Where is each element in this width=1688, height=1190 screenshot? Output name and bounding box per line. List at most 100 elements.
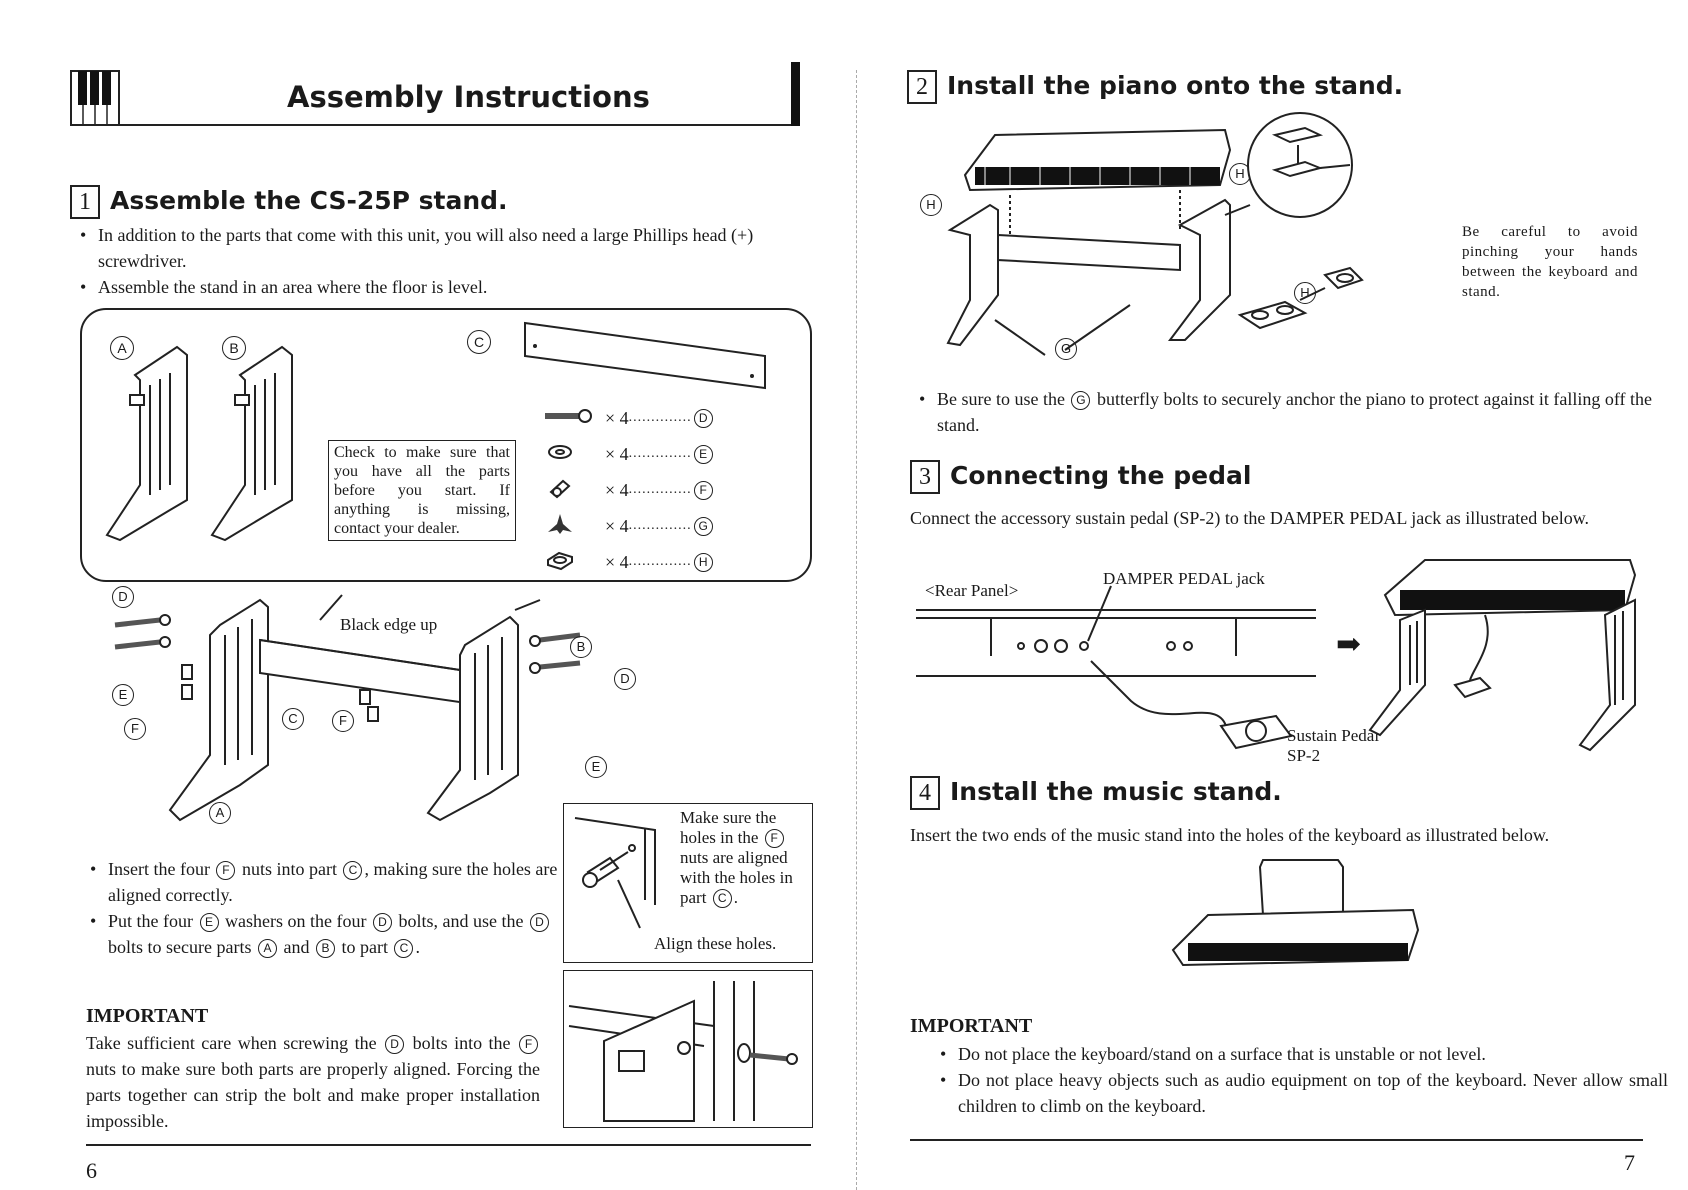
important-heading-left: IMPORTANT xyxy=(86,1005,209,1027)
part-label: E xyxy=(693,444,713,464)
label-f: F xyxy=(332,710,354,732)
label-d: D xyxy=(112,586,134,608)
label-c: C xyxy=(712,889,732,908)
parts-list: × 4 .............. D × 4 .............. … xyxy=(545,400,765,580)
rear-panel-label: <Rear Panel> xyxy=(925,581,1019,600)
step-text: bolts, and use the xyxy=(398,911,524,931)
footer-rule-left xyxy=(86,1144,811,1146)
step-text: washers on the four xyxy=(225,911,367,931)
section1-number: 1 xyxy=(70,185,100,219)
music-stand-drawing xyxy=(1171,859,1420,967)
pedal-name: Sustain Pedal xyxy=(1287,726,1380,745)
step-text: to part xyxy=(341,937,388,957)
label-c: C xyxy=(394,939,414,958)
bullet-text: Be sure to use the xyxy=(937,389,1065,409)
section2-bullet: Be sure to use the G butterfly bolts to … xyxy=(919,386,1667,438)
rear-panel-drawing xyxy=(916,585,1316,750)
label-b: B xyxy=(222,336,246,360)
label-f: F xyxy=(216,861,236,880)
section1-title: Assemble the CS-25P stand. xyxy=(110,186,508,215)
bracket-icon xyxy=(545,550,605,575)
step-text: , making sure the holes are aligned corr… xyxy=(108,859,558,905)
step-text: and xyxy=(283,937,310,957)
black-edge-label: Black edge up xyxy=(340,615,438,634)
section3-text: Connect the accessory sustain pedal (SP-… xyxy=(910,508,1590,528)
important-text-left: Take sufficient care when screwing the D… xyxy=(86,1030,540,1134)
header-rule xyxy=(120,124,800,126)
pedal-model: SP-2 xyxy=(1287,746,1321,765)
piano-on-stand-drawing xyxy=(946,128,1232,356)
bullet-text: butterfly bolts to securely anchor the p… xyxy=(937,389,1652,435)
page-number-right: 7 xyxy=(1624,1150,1635,1175)
part-label: H xyxy=(693,552,713,572)
part-row: × 4 .............. F xyxy=(545,472,765,508)
label-e: E xyxy=(585,756,607,778)
footer-rule-right xyxy=(910,1139,1643,1141)
label-c: C xyxy=(282,708,304,730)
important-text: bolts into the xyxy=(412,1033,511,1053)
arrow-right-icon: ➡ xyxy=(1336,628,1362,661)
part-row: × 4 .............. H xyxy=(545,544,765,580)
section2-bullets: Be sure to use the G butterfly bolts to … xyxy=(913,386,1667,438)
label-c: C xyxy=(343,861,363,880)
section4-number: 4 xyxy=(910,776,940,810)
align-caption: Align these holes. xyxy=(654,934,777,953)
part-row: × 4 .............. E xyxy=(545,436,765,472)
section1-bullets: In addition to the parts that come with … xyxy=(74,222,838,300)
page-title: Assembly Instructions xyxy=(287,80,650,114)
part-label: D xyxy=(693,408,713,428)
label-g: G xyxy=(1071,391,1091,410)
stand-assembly-drawing xyxy=(114,594,581,822)
pinch-caution-text: Be careful to avoid pinching your hands … xyxy=(1462,224,1638,300)
section1-bullet: Assemble the stand in an area where the … xyxy=(80,274,838,300)
align-note-box xyxy=(563,803,813,963)
step-text: Insert the four xyxy=(108,859,210,879)
leg-b-drawing xyxy=(210,345,293,542)
important-text: Take sufficient care when screwing the xyxy=(86,1033,377,1053)
leg-a-drawing xyxy=(105,345,188,542)
align-holes-drawing xyxy=(574,817,656,929)
part-qty: × 4 xyxy=(605,515,629,536)
important-bullet: Do not place the keyboard/stand on a sur… xyxy=(940,1041,1668,1067)
butterfly-bolt-icon xyxy=(545,512,605,541)
label-f: F xyxy=(519,1035,539,1054)
part-qty: × 4 xyxy=(605,551,629,572)
section4-text: Insert the two ends of the music stand i… xyxy=(910,825,1550,845)
label-d: D xyxy=(385,1035,405,1054)
label-a: A xyxy=(110,336,134,360)
important-bullets-right: Do not place the keyboard/stand on a sur… xyxy=(934,1041,1668,1119)
piano-with-pedal-drawing xyxy=(1368,559,1637,752)
step-text: nuts into part xyxy=(241,859,337,879)
label-a: A xyxy=(257,939,277,958)
part-row: × 4 .............. D xyxy=(545,400,765,436)
important-heading-right: IMPORTANT xyxy=(910,1015,1033,1037)
part-label: G xyxy=(693,516,713,536)
crossbar-c-drawing xyxy=(524,321,766,390)
part-row: × 4 .............. G xyxy=(545,508,765,544)
part-label: F xyxy=(693,480,713,500)
align-note-text: Make sure the holes in the F nuts are al… xyxy=(680,808,808,908)
header-bar xyxy=(791,62,800,126)
note-text: Make sure the holes in the xyxy=(680,808,777,847)
section3-number: 3 xyxy=(910,460,940,494)
important-bullet: Do not place heavy objects such as audio… xyxy=(940,1067,1668,1119)
bolt-closeup-drawing xyxy=(568,981,798,1122)
step-text: . xyxy=(415,937,420,957)
part-qty: × 4 xyxy=(605,479,629,500)
part-leader: .............. xyxy=(628,482,692,497)
page-number-left: 6 xyxy=(86,1158,97,1183)
important-text: nuts to make sure both parts are properl… xyxy=(86,1059,540,1131)
label-g: G xyxy=(1055,338,1077,360)
label-e: E xyxy=(112,684,134,706)
label-d: D xyxy=(372,913,392,932)
bracket-zoom-drawing xyxy=(1224,112,1364,330)
gutter-line xyxy=(856,70,857,1190)
label-b: B xyxy=(315,939,335,958)
label-d: D xyxy=(614,668,636,690)
section1-steps: Insert the four F nuts into part C, maki… xyxy=(84,856,568,960)
section2-title: Install the piano onto the stand. xyxy=(947,71,1404,100)
label-c: C xyxy=(467,330,491,354)
